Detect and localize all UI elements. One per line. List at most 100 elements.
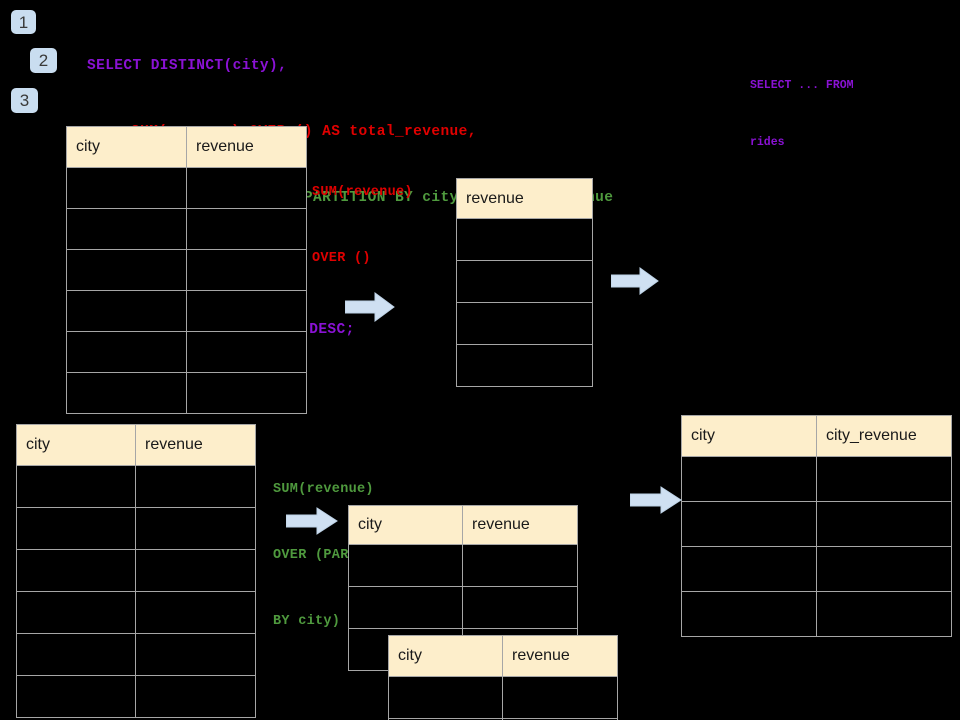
table-cell xyxy=(135,465,256,508)
table-cell xyxy=(681,501,817,547)
table-row xyxy=(66,208,307,250)
column-header-city-revenue: city_revenue xyxy=(816,415,952,457)
rides-source-table-bottom: city revenue xyxy=(16,424,256,718)
table-cell xyxy=(462,586,578,629)
table-cell xyxy=(66,331,187,373)
table-cell xyxy=(681,456,817,502)
table-cell xyxy=(462,544,578,587)
table-header-row: city revenue xyxy=(16,424,256,466)
total-revenue-table: revenue xyxy=(456,178,593,387)
table-row xyxy=(348,544,578,587)
table-cell xyxy=(456,302,593,345)
rides-source-table: city revenue xyxy=(66,126,307,414)
table-cell xyxy=(816,591,952,637)
table-cell xyxy=(186,167,307,209)
table-cell xyxy=(681,591,817,637)
table-cell xyxy=(66,208,187,250)
table-row xyxy=(16,465,256,508)
step-badge-3: 3 xyxy=(11,88,38,113)
table-cell xyxy=(388,676,503,719)
column-header-revenue: revenue xyxy=(135,424,256,466)
table-cell xyxy=(816,501,952,547)
table-cell xyxy=(681,546,817,592)
step-badge-3-label: 3 xyxy=(19,91,30,110)
table-cell xyxy=(135,507,256,550)
annotation-sum-over-empty-line1: SUM(revenue) xyxy=(312,185,413,200)
table-cell xyxy=(456,344,593,387)
table-row xyxy=(66,167,307,209)
table-cell xyxy=(186,372,307,414)
table-header-row: revenue xyxy=(456,178,593,219)
table-row xyxy=(681,456,952,502)
annotation-select-from-line2: rides xyxy=(750,136,785,149)
table-row xyxy=(456,302,593,345)
table-row xyxy=(681,591,952,637)
table-cell xyxy=(816,456,952,502)
step-badge-2: 2 xyxy=(30,48,57,73)
step-badge-1-label: 1 xyxy=(18,12,29,32)
table-cell xyxy=(16,675,136,718)
table-cell xyxy=(135,549,256,592)
table-header-row: city revenue xyxy=(66,126,307,168)
arrow-source-to-partition-icon xyxy=(286,507,338,535)
column-header-revenue: revenue xyxy=(502,635,618,677)
table-row xyxy=(456,260,593,303)
table-cell xyxy=(16,591,136,634)
table-row xyxy=(348,586,578,629)
arrow-partition-to-result-icon xyxy=(630,486,682,514)
table-row xyxy=(681,546,952,592)
step-badge-2-label: 2 xyxy=(38,51,49,70)
table-body xyxy=(456,218,593,387)
step-badge-1: 1 xyxy=(11,10,36,34)
table-cell xyxy=(502,676,618,719)
table-row xyxy=(66,372,307,414)
column-header-city: city xyxy=(66,126,187,168)
column-header-city: city xyxy=(16,424,136,466)
table-row xyxy=(66,331,307,373)
table-row xyxy=(16,507,256,550)
table-body xyxy=(681,456,952,637)
table-cell xyxy=(16,465,136,508)
table-row xyxy=(456,218,593,261)
column-header-revenue: revenue xyxy=(462,505,578,545)
table-cell xyxy=(816,546,952,592)
table-cell xyxy=(16,507,136,550)
table-cell xyxy=(456,260,593,303)
annotation-sum-over-empty: SUM(revenue) OVER () xyxy=(312,138,413,314)
annotation-select-from-line1: SELECT ... FROM xyxy=(750,79,854,92)
table-body xyxy=(66,167,307,414)
table-cell xyxy=(348,586,463,629)
table-cell xyxy=(66,167,187,209)
table-cell xyxy=(135,633,256,676)
table-cell xyxy=(66,249,187,291)
table-row xyxy=(456,344,593,387)
table-body xyxy=(388,676,618,720)
table-row xyxy=(16,675,256,718)
table-row xyxy=(388,718,618,720)
column-header-city: city xyxy=(681,415,817,457)
column-header-city: city xyxy=(388,635,503,677)
table-cell xyxy=(456,218,593,261)
table-cell xyxy=(186,249,307,291)
column-header-city: city xyxy=(348,505,463,545)
table-cell xyxy=(16,633,136,676)
arrow-total-to-result-icon xyxy=(611,267,659,295)
result-table: city city_revenue xyxy=(681,415,952,637)
annotation-sum-over-partition-line1: SUM(revenue) xyxy=(273,482,374,497)
table-row xyxy=(388,676,618,719)
table-row xyxy=(66,290,307,332)
table-row xyxy=(16,549,256,592)
table-row xyxy=(66,249,307,291)
table-row xyxy=(16,591,256,634)
table-cell xyxy=(66,290,187,332)
table-cell xyxy=(135,591,256,634)
table-cell xyxy=(186,290,307,332)
table-row xyxy=(681,501,952,547)
annotation-sum-over-empty-line2: OVER () xyxy=(312,251,371,266)
table-cell xyxy=(186,208,307,250)
annotation-select-from: SELECT ... FROM rides xyxy=(750,38,854,190)
arrow-source-to-total-icon xyxy=(345,292,395,322)
sql-line-1: SELECT DISTINCT(city), xyxy=(87,58,288,74)
table-cell xyxy=(502,718,618,720)
annotation-sum-over-partition-line3: BY city) xyxy=(273,614,341,629)
